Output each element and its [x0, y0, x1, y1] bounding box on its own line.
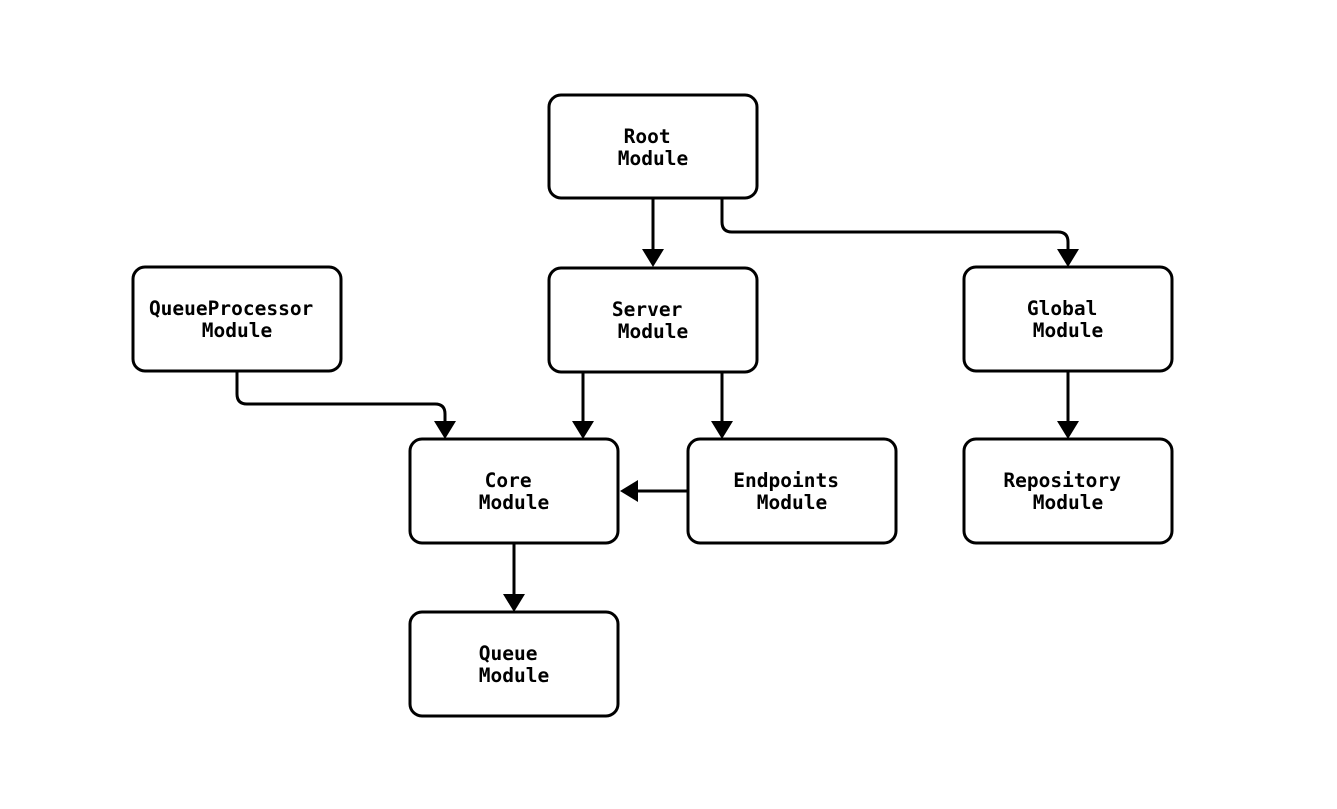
node-box	[408, 610, 620, 718]
edge-root-module-to-global-module	[720, 198, 1079, 267]
edge-queueprocessor-module-to-core-module	[235, 371, 456, 439]
edge-line	[235, 371, 447, 421]
arrowhead-left-icon	[620, 480, 638, 502]
arrowhead-down-icon	[1057, 249, 1079, 267]
node-box	[962, 437, 1174, 545]
node-box	[131, 265, 343, 373]
edge-core-module-to-queue-module	[503, 543, 525, 612]
arrowhead-down-icon	[503, 594, 525, 612]
node-endpoints-module: Endpoints Module	[686, 437, 898, 545]
node-root-module: Root Module	[547, 93, 759, 200]
node-label: Server Module	[612, 298, 694, 343]
node-label: Repository Module	[1003, 469, 1132, 514]
node-box	[408, 437, 620, 545]
arrowhead-down-icon	[434, 421, 456, 439]
edge-server-module-to-core-module	[572, 372, 594, 439]
node-box	[686, 437, 898, 545]
edge-server-module-to-endpoints-module	[711, 372, 733, 439]
node-box	[547, 266, 759, 374]
node-repository-module: Repository Module	[962, 437, 1174, 545]
node-label: QueueProcessor Module	[149, 297, 325, 342]
edge-root-module-to-server-module	[642, 198, 664, 267]
node-queueprocessor-module: QueueProcessor Module	[131, 265, 343, 373]
arrowhead-down-icon	[1057, 421, 1079, 439]
node-box	[547, 93, 759, 200]
arrowhead-down-icon	[642, 249, 664, 267]
node-global-module: Global Module	[962, 265, 1174, 373]
node-label: Core Module	[479, 469, 549, 514]
arrowhead-down-icon	[711, 421, 733, 439]
nodes-layer: Root Module QueueProcessor Module Server…	[131, 93, 1174, 718]
node-label: Endpoints Module	[733, 469, 850, 514]
node-core-module: Core Module	[408, 437, 620, 545]
node-label: Root Module	[618, 125, 688, 170]
node-queue-module: Queue Module	[408, 610, 620, 718]
edge-endpoints-module-to-core-module	[620, 480, 688, 502]
node-label: Queue Module	[479, 642, 549, 687]
node-label: Global Module	[1027, 297, 1109, 342]
edge-line	[720, 198, 1070, 249]
arrowhead-down-icon	[572, 421, 594, 439]
edges-layer	[235, 198, 1079, 612]
edge-global-module-to-repository-module	[1057, 371, 1079, 439]
node-server-module: Server Module	[547, 266, 759, 374]
node-box	[962, 265, 1174, 373]
